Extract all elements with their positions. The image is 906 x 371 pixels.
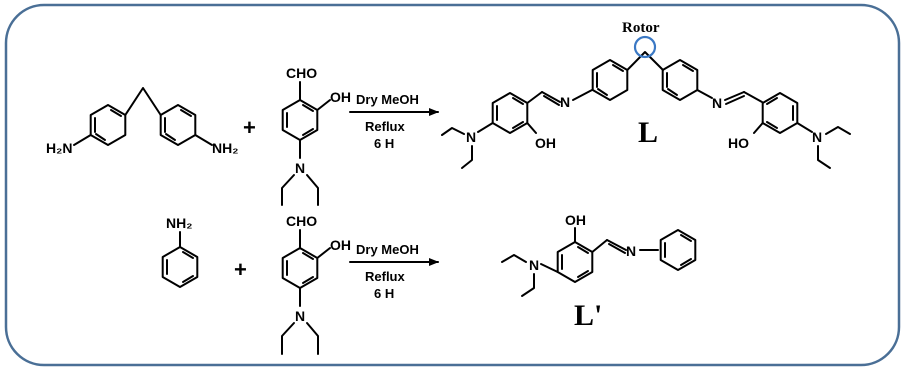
condition-solvent-2: Dry MeOH	[356, 242, 419, 257]
amine-label-left: H₂N	[46, 140, 72, 156]
amine-n-label-2: N	[295, 308, 305, 324]
product-oh-left: OH	[535, 135, 556, 151]
condition-method-2: Reflux	[365, 269, 406, 284]
plus-sign-1: +	[243, 115, 256, 140]
product-L: OH N N Rotor N HO	[441, 20, 851, 169]
product2-hydroxyl-label: OH	[565, 212, 586, 228]
conditions-2: Dry MeOH Reflux 6 H	[349, 242, 439, 301]
product-oh-right: HO	[728, 135, 749, 151]
product-amine-n-left: N	[466, 129, 476, 145]
aldehyde-label: CHO	[286, 65, 317, 81]
condition-time: 6 H	[374, 136, 394, 151]
condition-solvent: Dry MeOH	[356, 92, 419, 107]
condition-method: Reflux	[365, 119, 406, 134]
amine-n-label: N	[295, 160, 305, 176]
product-label-L-prime: L'	[574, 299, 602, 332]
rotor-label: Rotor	[622, 20, 660, 36]
reactant-diethylaminosalicylaldehyde-1: CHO OH N	[281, 65, 351, 206]
condition-time-2: 6 H	[374, 286, 394, 301]
product-amine-n-right: N	[812, 129, 822, 145]
product2-imine-n-label: N	[626, 243, 636, 259]
hydroxyl-label-2: OH	[330, 237, 351, 253]
reactant-aniline: NH₂	[161, 215, 199, 288]
product-L-prime: OH N N L'	[501, 212, 697, 332]
reactant-methylenedianiline: H₂N NH₂	[46, 87, 238, 156]
conditions-1: Dry MeOH Reflux 6 H	[349, 92, 439, 151]
aniline-amine-label: NH₂	[166, 215, 192, 231]
product-label-L: L	[638, 116, 658, 149]
scheme-frame	[4, 3, 901, 367]
product2-amine-n-label: N	[529, 257, 539, 273]
plus-sign-2: +	[234, 257, 247, 282]
reactant-diethylaminosalicylaldehyde-2: CHO OH N	[281, 213, 351, 355]
hydroxyl-label: OH	[330, 89, 351, 105]
rotor-highlight	[633, 35, 657, 59]
product-imine-n-right: N	[712, 95, 722, 111]
amine-label-right: NH₂	[212, 140, 238, 156]
product-imine-n-left: N	[560, 94, 570, 110]
aldehyde-label-2: CHO	[286, 213, 317, 229]
